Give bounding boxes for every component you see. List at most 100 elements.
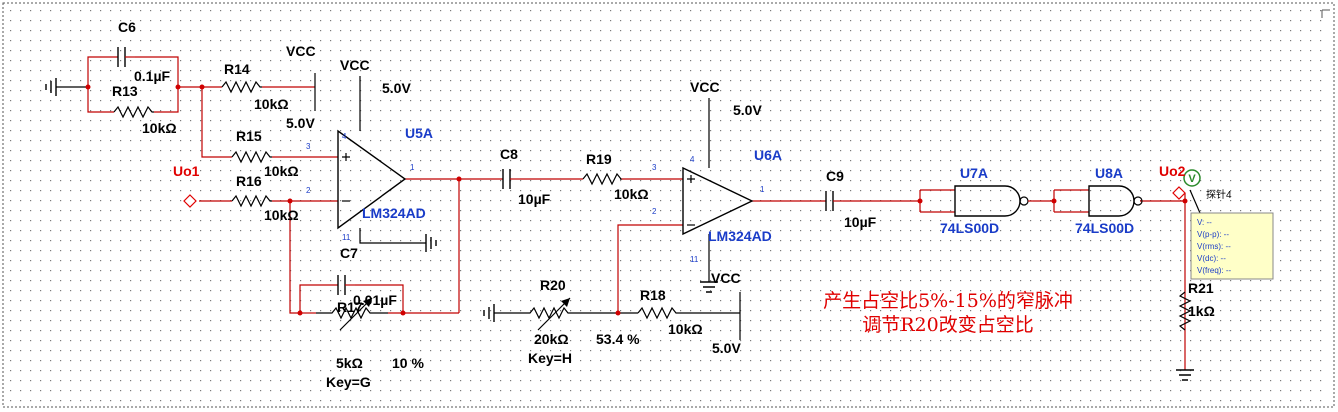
r20-percent: 53.4 % — [596, 331, 640, 347]
r21-value: 1kΩ — [1188, 303, 1215, 319]
probe-row-vrms: V(rms): -- — [1197, 242, 1231, 251]
capacitor-c8-icon — [502, 169, 520, 189]
opamp-u6a-icon — [682, 166, 754, 236]
probe-badge-icon[interactable] — [1183, 169, 1201, 187]
resistor-r16-icon — [231, 194, 272, 208]
ground-left-icon — [45, 78, 57, 96]
u8a-part: 74LS00D — [1075, 220, 1134, 236]
net-label-uo2: Uo2 — [1159, 163, 1186, 179]
c8-value: 10µF — [518, 191, 551, 207]
potentiometer-r17-icon — [316, 297, 388, 331]
r19-ref: R19 — [586, 151, 612, 167]
c9-ref: C9 — [826, 168, 844, 184]
junctions — [85, 84, 1188, 316]
u6-supply-voltage: 5.0V — [733, 102, 762, 118]
c8-ref: C8 — [500, 146, 518, 162]
opamp-u5a-icon — [337, 129, 407, 230]
u6-pin-plus: 3 — [652, 163, 657, 172]
resistor-r19-icon — [582, 172, 623, 186]
r14-ref: R14 — [224, 61, 250, 77]
ground-r20-icon — [483, 304, 495, 322]
resistor-r15-icon — [231, 150, 272, 164]
r13-ref: R13 — [112, 83, 138, 99]
u5a-part: LM324AD — [362, 205, 426, 221]
u7a-part: 74LS00D — [940, 220, 999, 236]
u5-pin-minus: 2 — [306, 186, 311, 195]
wires — [56, 56, 1186, 370]
r20-ref: R20 — [540, 277, 566, 293]
r17-percent: 10 % — [392, 355, 424, 371]
u8a-ref: U8A — [1095, 165, 1123, 181]
ground-u5-icon — [425, 234, 437, 252]
u5a-ref: U5A — [405, 125, 433, 141]
u5-pin-gnd: 11 — [342, 233, 351, 242]
u5-pin-plus: 3 — [306, 142, 311, 151]
capacitor-c6-icon — [117, 47, 135, 67]
resistor-r14-icon — [221, 80, 262, 94]
probe-row-vfreq: V(freq): -- — [1197, 266, 1232, 275]
sheet-corner-mark — [1321, 9, 1330, 18]
u5-supply-voltage: 5.0V — [382, 80, 411, 96]
r14-vcc-label: VCC — [286, 43, 316, 59]
probe-readout-box — [1190, 212, 1274, 280]
r17-ref: R17 — [337, 299, 363, 315]
sheet-grid — [10, 8, 1328, 403]
c7-value: 0.01µF — [353, 292, 397, 308]
r18-vcc-label: VCC — [711, 270, 741, 286]
r18-ref: R18 — [640, 287, 666, 303]
annotation-line-1: 产生占空比5%-15%的窄脉冲 — [823, 290, 1073, 312]
r17-key: Key=G — [326, 374, 371, 390]
ground-r21-icon — [1176, 369, 1194, 381]
r16-ref: R16 — [236, 173, 262, 189]
u6a-part: LM324AD — [708, 228, 772, 244]
nand-gate-u7a-icon — [954, 185, 1033, 217]
r21-ref: R21 — [1188, 280, 1214, 296]
r17-value: 5kΩ — [336, 355, 363, 371]
u5-pin-out: 1 — [410, 163, 415, 172]
r13-value: 10kΩ — [142, 120, 177, 136]
r14-supply-voltage: 5.0V — [286, 115, 315, 131]
ground-u6-icon — [700, 281, 718, 293]
u6-pin-minus: 2 — [652, 207, 657, 216]
r20-value: 20kΩ — [534, 331, 569, 347]
net-label-uo1: Uo1 — [173, 163, 200, 179]
resistor-r21-icon — [1178, 291, 1192, 331]
probe-row-vpp: V(p-p): -- — [1197, 230, 1229, 239]
u6-vcc-label: VCC — [690, 79, 720, 95]
potentiometer-r20-icon — [524, 297, 578, 331]
u6-pin-vcc: 4 — [690, 155, 695, 164]
u6-pin-gnd: 11 — [690, 255, 699, 264]
r20-key: Key=H — [528, 350, 572, 366]
r15-ref: R15 — [236, 128, 262, 144]
probe-4[interactable]: V 探针4 V: -- V(p-p): -- V(rms): -- V(dc):… — [1183, 169, 1274, 280]
net-connector-uo1-icon — [183, 194, 197, 208]
resistor-r18-icon — [637, 306, 678, 320]
annotation-line-2: 调节R20改变占空比 — [862, 314, 1033, 336]
u6a-ref: U6A — [754, 147, 782, 163]
resistor-r13-icon — [113, 105, 154, 119]
r16-value: 10kΩ — [264, 207, 299, 223]
u7a-ref: U7A — [960, 165, 988, 181]
capacitor-c7-icon — [337, 275, 355, 295]
net-connector-uo2-icon — [1172, 186, 1186, 200]
r15-value: 10kΩ — [264, 163, 299, 179]
nand-gate-u8a-icon — [1088, 185, 1143, 217]
probe-row-vdc: V(dc): -- — [1197, 254, 1226, 263]
c6-value: 0.1µF — [134, 68, 171, 84]
c6-ref: C6 — [118, 19, 136, 35]
probe-badge-label: V — [1188, 173, 1196, 185]
probe-title: 探针4 — [1206, 188, 1232, 201]
r14-value: 10kΩ — [254, 96, 289, 112]
c9-value: 10µF — [844, 214, 877, 230]
u6-pin-out: 1 — [760, 185, 765, 194]
c7-ref: C7 — [340, 245, 358, 261]
r18-value: 10kΩ — [668, 321, 703, 337]
probe-row-v: V: -- — [1197, 218, 1212, 227]
capacitor-c9-icon — [825, 191, 843, 211]
r19-value: 10kΩ — [614, 186, 649, 202]
u5-vcc-label: VCC — [340, 57, 370, 73]
r18-supply-voltage: 5.0V — [712, 340, 741, 356]
